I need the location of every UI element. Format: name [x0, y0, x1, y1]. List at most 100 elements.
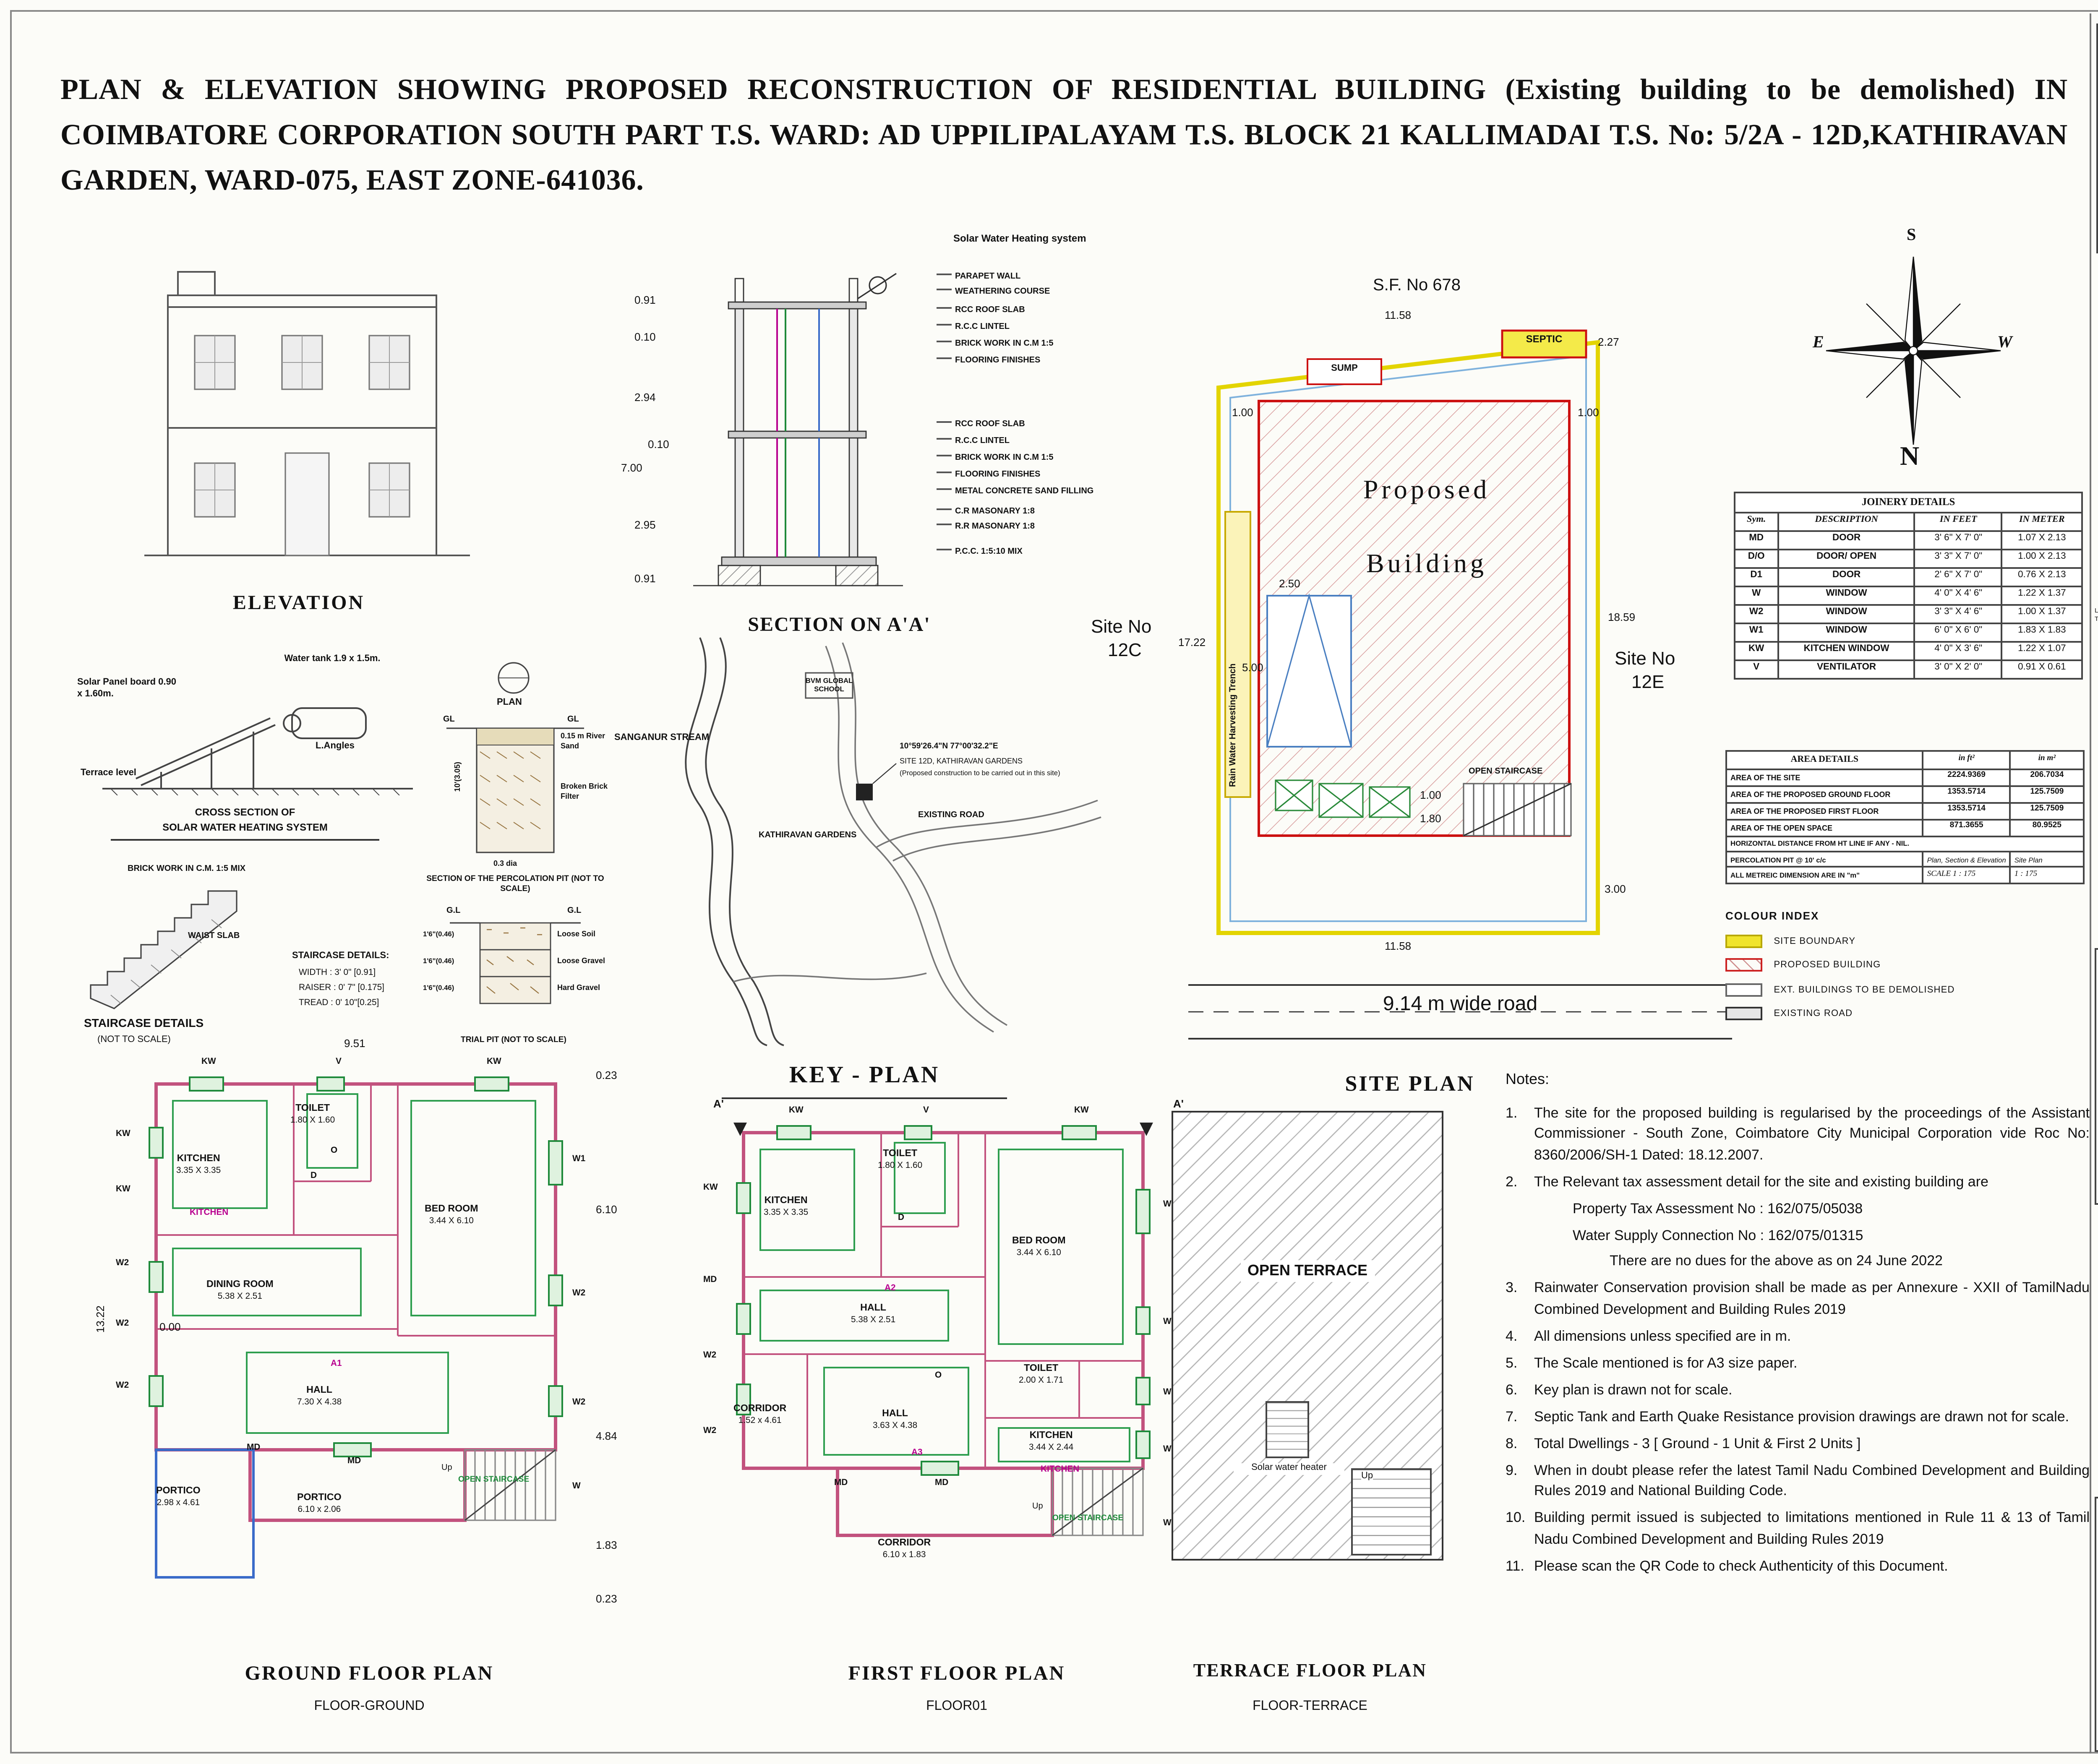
page-title: PLAN & ELEVATION SHOWING PROPOSED RECONS…	[60, 72, 2068, 197]
room-name: KITCHEN	[177, 1154, 220, 1165]
room-name: BED ROOM	[425, 1205, 478, 1215]
quake-corner-note: CORNER REINFORCEMENT IN CASE OF 1N BRICK…	[2095, 524, 2098, 534]
note-item: 4. All dimensions unless specified are in…	[1506, 1325, 2090, 1347]
first-floor-drawing	[733, 1123, 1153, 1537]
solar-caption-1: CROSS SECTION OF	[195, 809, 295, 819]
opening-tag: KW	[201, 1057, 216, 1067]
room-name: PORTICO	[297, 1493, 342, 1503]
site-building-label-2: Building	[1366, 550, 1487, 579]
site-dim-left1: 1.00	[1232, 408, 1253, 420]
trial-gl-left: G.L	[446, 906, 461, 916]
cell: 125.7509	[2009, 785, 2085, 804]
prepared-line: R.E. & R.C.E. with CBE-DTCP	[2095, 1359, 2098, 1373]
site-sf-no: S.F. No 678	[1373, 277, 1461, 295]
terrace-floor-plan: OPEN TERRACE Solar water heater Up	[1172, 1111, 1443, 1561]
site-dim-iw: 2.50	[1279, 579, 1300, 591]
note-item: 7.Septic Tank and Earth Quake Resistance…	[1506, 1406, 2090, 1427]
staircase-tread: TREAD : 0' 10"[0.25]	[299, 998, 379, 1008]
section-dim: 7.00	[621, 463, 642, 475]
section-callout: P.C.C. 1:5:10 MIX	[937, 547, 1023, 558]
room-dim: 7.30 X 4.38	[297, 1397, 342, 1408]
site-dim-bottom: 11.58	[1385, 941, 1412, 953]
opening-tag: W2	[116, 1381, 129, 1391]
note-text: All dimensions unless specified are in m…	[1534, 1327, 1791, 1344]
room-label: DINING ROOM 5.38 X 2.51	[206, 1280, 274, 1303]
note-num: 11.	[1506, 1557, 1524, 1574]
notes-block: Notes: 1.The site for the proposed build…	[1506, 1069, 2090, 1582]
key-plan-caption: KEY - PLAN	[722, 1062, 1007, 1098]
opening-tag: D	[898, 1213, 904, 1223]
cell: 1.00 X 1.37	[2001, 603, 2083, 624]
note-sub: There are no dues for the above as on 24…	[1610, 1252, 1943, 1269]
note-item: 1.The site for the proposed building is …	[1506, 1102, 2090, 1166]
plan-dim: 6.10	[596, 1205, 617, 1217]
room-dim: 3.35 X 3.35	[764, 1208, 809, 1218]
staircase-brick-label: BRICK WORK IN C.M. 1:5 MIX	[128, 864, 246, 874]
site-no-left-1: Site No	[1091, 618, 1152, 638]
cell: Others	[2096, 79, 2098, 128]
opening-tag: V	[923, 1106, 929, 1116]
room-name: KITCHEN	[1029, 1431, 1073, 1441]
cell: AREA OF THE PROPOSED GROUND FLOOR	[1725, 785, 1924, 804]
opening-tag: O	[331, 1146, 338, 1156]
percolation-sand-label: 0.15 m River Sand	[561, 732, 605, 750]
room-dim: 3.63 X 4.38	[873, 1421, 918, 1431]
note-num: 4.	[1506, 1327, 1518, 1344]
room-label: CORRIDOR 1.52 x 4.61	[733, 1404, 786, 1427]
room-label: BED ROOM 3.44 X 6.10	[1012, 1237, 1066, 1259]
solar-caption-2: SOLAR WATER HEATING SYSTEM	[111, 824, 379, 840]
prepared-line: Registered Quality Auditor	[2095, 1344, 2098, 1358]
colour-index-item: EXISTING ROAD	[1725, 1007, 2078, 1021]
section-caption: SECTION ON A'A'	[748, 612, 931, 636]
sheet-border	[10, 10, 2098, 1754]
septic-rect	[1501, 329, 1587, 359]
staircase-raiser: RAISER : 0' 7" [0.175]	[299, 983, 384, 993]
room-dim: 6.10 x 2.06	[297, 1505, 341, 1515]
room-dim: 3.44 X 6.10	[1016, 1248, 1061, 1259]
opening-tag: MD	[247, 1443, 261, 1453]
room-dim: 3.44 X 2.44	[1029, 1443, 1074, 1453]
note-num: 8.	[1506, 1434, 1518, 1451]
prepared-phone: 81223 32211, 0422-2332211	[2095, 1413, 2098, 1427]
cell: DOOR	[1777, 529, 1916, 550]
demolish-swatch	[1725, 983, 1762, 997]
section-callout: FLOORING FINISHES	[937, 470, 1040, 480]
section-dim: 0.91	[634, 574, 656, 586]
existing-road-swatch	[1725, 1007, 1762, 1021]
section-dim: 2.94	[634, 393, 656, 404]
plan-dim: 0.00	[159, 1322, 181, 1334]
cell: 206.7034	[2009, 768, 2085, 787]
first-open-staircase: OPEN STAIRCASE	[1052, 1515, 1124, 1524]
cell: 0.76 X 2.13	[2001, 566, 2083, 587]
section-callout: RCC ROOF SLAB	[937, 305, 1025, 316]
cell: VENTILATOR	[1777, 659, 1916, 679]
cell: 1.83 X 1.83	[2001, 622, 2083, 642]
opening-tag: W2	[116, 1319, 129, 1329]
opening-tag: W1	[572, 1154, 586, 1165]
key-plan-drawing	[685, 637, 1101, 1046]
room-dim: 1.80 X 1.60	[290, 1115, 335, 1126]
cell: Grand Total	[2096, 126, 2098, 151]
rainwater-trench-rect	[1224, 511, 1251, 798]
opening-tag: W2	[116, 1259, 129, 1269]
cell: 6' 0" X 6' 0"	[1914, 622, 2003, 642]
staircase-drawing	[90, 890, 237, 1009]
cell: Plan, Section & Elevation	[1922, 851, 2011, 868]
room-name: TOILET	[1024, 1364, 1059, 1374]
ground-up-label: Up	[441, 1463, 452, 1473]
sump-rect	[1307, 358, 1382, 385]
opening-tag: W2	[572, 1398, 586, 1408]
site-building-label-1: Proposed	[1363, 477, 1490, 505]
section-dim: 0.10	[634, 332, 656, 344]
room-name: CORRIDOR	[878, 1539, 931, 1549]
note-item: 8.Total Dwellings - 3 [ Ground - 1 Unit …	[1506, 1432, 2090, 1454]
first-unit-a2: A2	[885, 1284, 896, 1294]
cell: W1	[1734, 622, 1779, 642]
room-name: BED ROOM	[1012, 1237, 1066, 1247]
colour-index-item: PROPOSED BUILDING	[1725, 959, 2078, 973]
opening-tag: W	[1163, 1445, 1172, 1455]
room-name: DINING ROOM	[206, 1280, 274, 1290]
room-label: CORRIDOR 6.10 x 1.83	[878, 1539, 931, 1561]
applicant-address: 12D, Kathiravan Garden,	[2096, 1623, 2098, 1636]
cell: KW	[1734, 640, 1779, 661]
